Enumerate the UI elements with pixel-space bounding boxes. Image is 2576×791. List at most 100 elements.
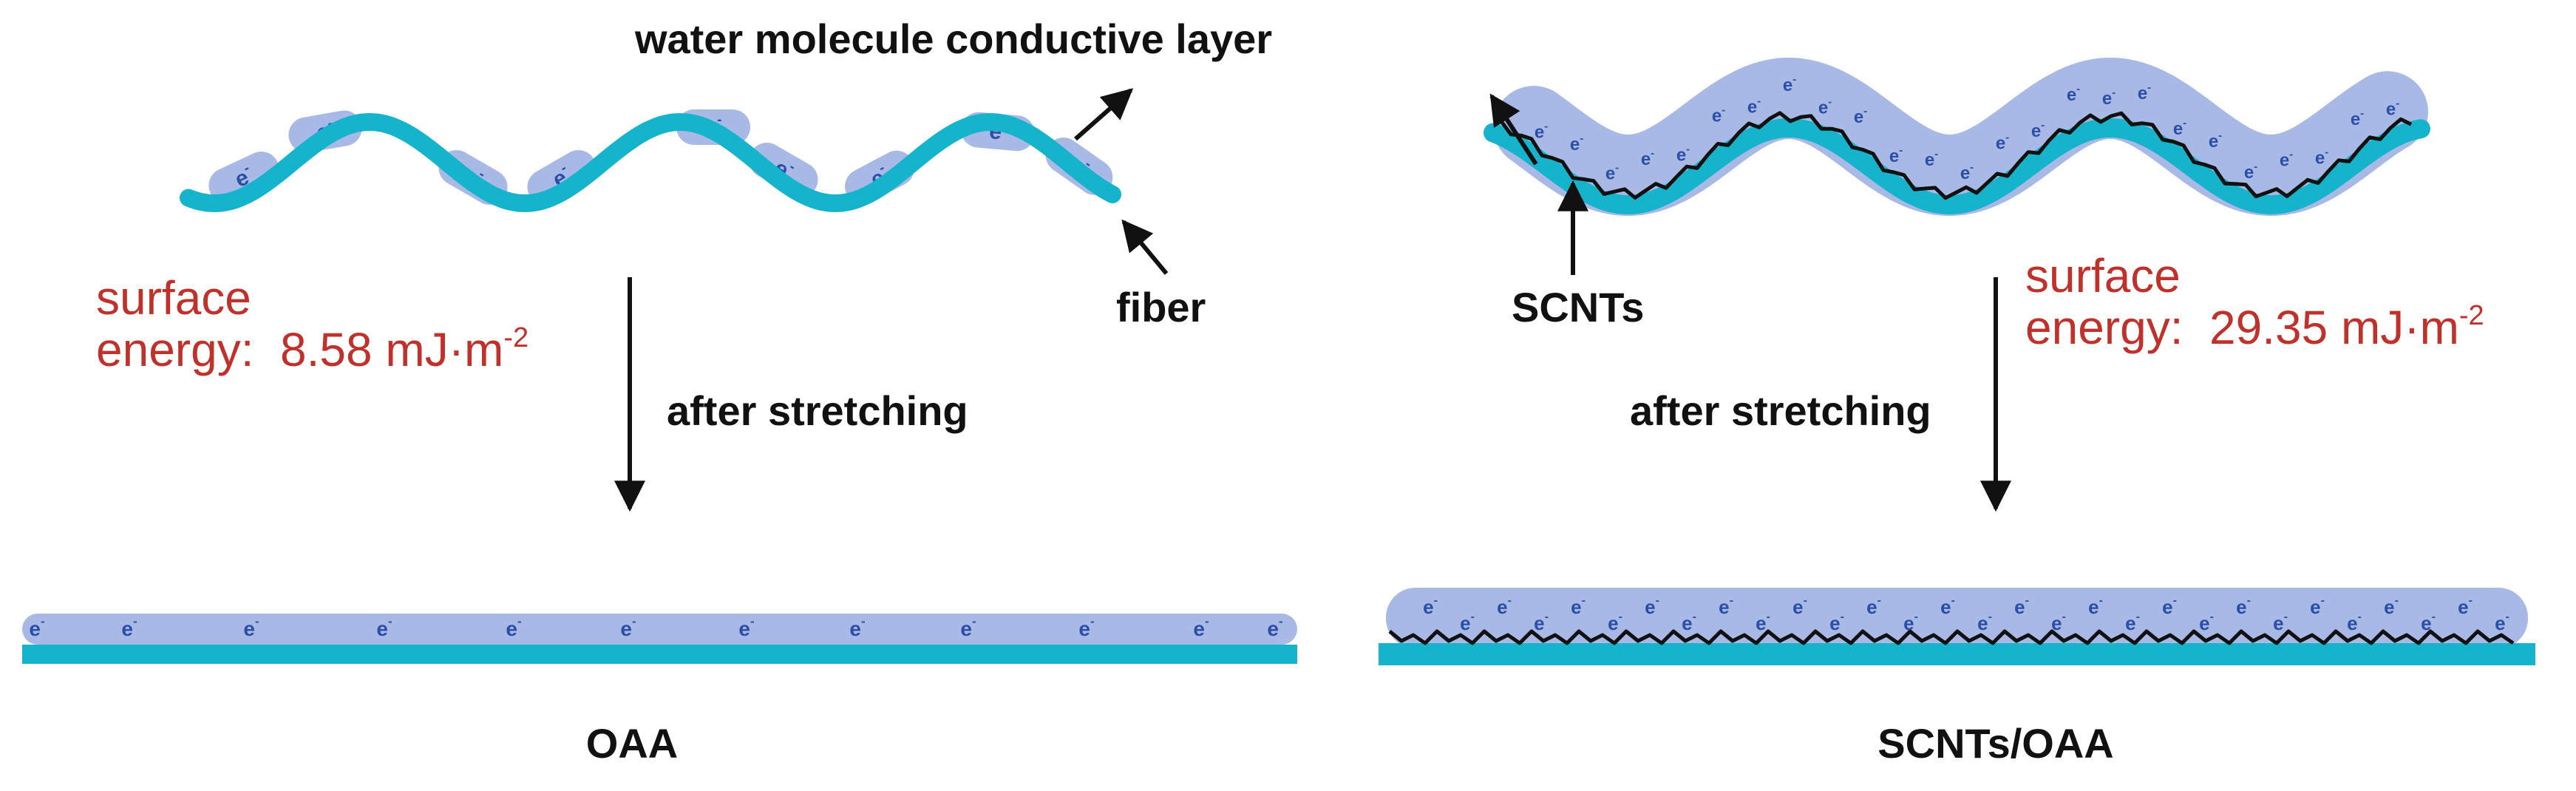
electron-symbol: e- bbox=[2244, 160, 2257, 183]
electron-symbol: e- bbox=[1682, 611, 1696, 634]
surface-energy-left-value: energy: 8.58 mJ·m bbox=[96, 323, 503, 376]
electron-symbol: e- bbox=[2273, 611, 2288, 634]
electron-symbol: e- bbox=[2386, 97, 2399, 119]
electron-symbol: e- bbox=[2067, 83, 2080, 105]
electron-symbol: e- bbox=[2138, 81, 2151, 103]
surface-energy-left-sup: -2 bbox=[503, 322, 529, 353]
after-stretching-right-label: after stretching bbox=[1630, 387, 1931, 434]
electron-symbol: e- bbox=[121, 614, 137, 640]
electron-symbol: e- bbox=[2162, 594, 2177, 618]
electron-symbol: e- bbox=[1712, 104, 1725, 126]
electron-symbol: e- bbox=[1641, 147, 1654, 169]
electron-symbol: e- bbox=[2351, 107, 2364, 129]
electron-symbol: e- bbox=[2310, 594, 2325, 618]
electron-symbol: e- bbox=[2199, 611, 2214, 634]
electron-symbol: e- bbox=[1267, 614, 1282, 640]
oaa-wavy-fiber bbox=[180, 112, 1121, 213]
surface-energy-right-value: energy: 29.35 mJ·m bbox=[2025, 301, 2459, 354]
electron-symbol: e- bbox=[2088, 594, 2103, 618]
electron-symbol: e- bbox=[1078, 614, 1094, 640]
oaa-label: OAA bbox=[586, 720, 678, 767]
electron-symbol: e- bbox=[738, 614, 754, 640]
scnts-oaa-wavy-panel: e-e-e-e-e-e-e-e-e-e-e-e-e-e-e-e-e-e-e-e-… bbox=[1484, 58, 2430, 216]
electron-symbol: e- bbox=[2125, 611, 2140, 634]
water-layer-arrow-left bbox=[1074, 88, 1134, 141]
fiber-arrow bbox=[1121, 219, 1169, 275]
surface-energy-right-line2: energy: 29.35 mJ·m-2 bbox=[2025, 300, 2484, 354]
scnts-flat-network bbox=[1388, 629, 2515, 645]
electron-symbol: e- bbox=[1818, 95, 1832, 118]
after-stretching-left-label: after stretching bbox=[667, 387, 968, 434]
oaa-stretched-panel: e-e-e-e-e-e-e-e-e-e-e-e- bbox=[22, 614, 1297, 664]
electron-symbol: e- bbox=[2031, 119, 2045, 141]
scnts-wavy-network bbox=[1498, 111, 2413, 200]
electron-symbol: e- bbox=[1645, 594, 1659, 618]
electron-symbol: e- bbox=[2347, 611, 2362, 634]
electron-symbol: e- bbox=[2280, 149, 2293, 171]
electron-symbol: e- bbox=[1960, 161, 1974, 183]
electron-symbol: e- bbox=[376, 614, 392, 640]
electron-symbol: e- bbox=[1193, 614, 1209, 640]
electron-symbol: e- bbox=[1854, 105, 1867, 127]
oaa-flat-electrons: e-e-e-e-e-e-e-e-e-e-e-e- bbox=[29, 614, 1282, 640]
surface-energy-right-sup: -2 bbox=[2459, 300, 2484, 331]
scnts-oaa-wavy-electrons: e-e-e-e-e-e-e-e-e-e-e-e-e-e-e-e-e-e-e-e-… bbox=[1535, 73, 2399, 184]
electron-symbol: e- bbox=[1460, 611, 1475, 634]
electron-symbol: e- bbox=[2102, 86, 2115, 109]
electron-symbol: e- bbox=[243, 614, 259, 640]
electron-symbol: e- bbox=[2051, 611, 2066, 634]
scnts-label: SCNTs bbox=[1512, 284, 1644, 330]
electron-symbol: e- bbox=[2236, 594, 2251, 618]
electron-symbol: e- bbox=[1783, 73, 1796, 95]
electron-symbol: e- bbox=[2421, 611, 2436, 634]
electron-symbol: e- bbox=[1996, 132, 2009, 154]
electron-symbol: e- bbox=[1423, 594, 1438, 618]
electron-symbol: e- bbox=[620, 614, 636, 640]
electron-symbol: e- bbox=[1792, 594, 1807, 618]
electron-symbol: e- bbox=[2173, 117, 2186, 139]
electron-symbol: e- bbox=[1605, 161, 1619, 183]
scnts-oaa-wavy-fiber bbox=[1484, 118, 2430, 214]
electron-symbol: e- bbox=[2458, 594, 2473, 618]
oaa-wavy-panel: e-e-e-e-e-e-e-e-e- bbox=[180, 109, 1121, 213]
surface-energy-left-line1: surface bbox=[96, 271, 251, 325]
electron-symbol: e- bbox=[1866, 594, 1881, 618]
electron-symbol: e- bbox=[1676, 143, 1690, 166]
electron-symbol: e- bbox=[1747, 95, 1761, 117]
electron-symbol: e- bbox=[849, 614, 865, 640]
surface-energy-left-line2: energy: 8.58 mJ·m-2 bbox=[96, 322, 529, 376]
scnts-oaa-flat-fiber bbox=[1379, 643, 2535, 665]
electron-symbol: e- bbox=[1571, 594, 1586, 618]
electron-symbol: e- bbox=[1497, 594, 1512, 618]
scnts-oaa-flat-electrons: e-e-e-e-e-e-e-e-e-e-e-e-e-e-e-e-e-e-e-e-… bbox=[1423, 594, 2509, 634]
scnts-oaa-water-layer bbox=[1493, 58, 2428, 216]
electron-symbol: e- bbox=[1608, 611, 1622, 634]
water-layer-label: water molecule conductive layer bbox=[634, 16, 1272, 62]
electron-symbol: e- bbox=[29, 614, 44, 640]
scnts-oaa-stretched-panel: e-e-e-e-e-e-e-e-e-e-e-e-e-e-e-e-e-e-e-e-… bbox=[1379, 588, 2535, 665]
oaa-flat-water-layer bbox=[22, 614, 1297, 645]
electron-symbol: e- bbox=[506, 614, 521, 640]
electron-symbol: e- bbox=[1719, 594, 1733, 618]
electron-symbol: e- bbox=[2384, 594, 2399, 618]
water-droplet: e- bbox=[208, 152, 279, 203]
electron-symbol: e- bbox=[1889, 144, 1903, 166]
electron-symbol: e- bbox=[1535, 120, 1548, 142]
fiber-label: fiber bbox=[1116, 284, 1206, 330]
electron-symbol: e- bbox=[1903, 611, 1918, 634]
electron-symbol: e- bbox=[2495, 611, 2509, 634]
electron-symbol: e- bbox=[1534, 611, 1549, 634]
electron-symbol: e- bbox=[2315, 146, 2328, 169]
electron-symbol: e- bbox=[960, 614, 976, 640]
electron-symbol: e- bbox=[1829, 611, 1844, 634]
electron-symbol: e- bbox=[1756, 611, 1770, 634]
scnts-oaa-label: SCNTs/OAA bbox=[1877, 720, 2113, 767]
electron-symbol: e- bbox=[2209, 129, 2222, 152]
oaa-flat-fiber bbox=[22, 645, 1297, 664]
electron-symbol: e- bbox=[1940, 594, 1955, 618]
electron-symbol: e- bbox=[1925, 148, 1938, 170]
electron-symbol: e- bbox=[1977, 611, 1992, 634]
electron-symbol: e- bbox=[1570, 132, 1583, 155]
